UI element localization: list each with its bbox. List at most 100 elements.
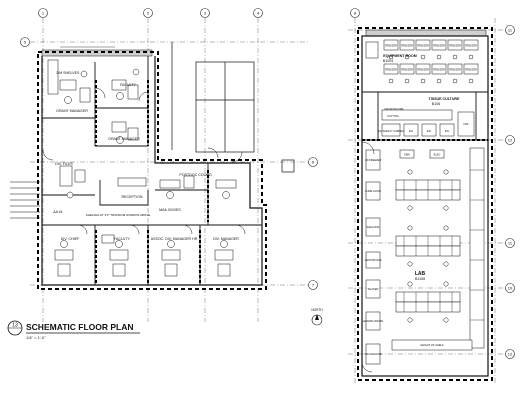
- grid-bubble-7: 7: [308, 280, 318, 290]
- partition-dashes: [95, 80, 209, 283]
- freezer-label-12: FREEZER: [465, 68, 477, 72]
- freezer-label-1: FREEZER: [385, 44, 397, 48]
- fume-hood-label: FUME HOOD: [365, 189, 381, 193]
- svg-text:11: 11: [508, 27, 513, 32]
- outer-walls: [41, 56, 263, 286]
- grid-bubble-3: 3: [200, 8, 210, 18]
- room-div-files: DIV. FILES: [55, 162, 73, 166]
- room-div-chief: DIV. CHIEF: [61, 237, 80, 241]
- svg-text:6: 6: [312, 159, 315, 164]
- drawing-scale: 1/4" = 1'-0": [26, 335, 46, 340]
- freezer-label-2: FREEZER: [401, 44, 413, 48]
- north-label: NORTH: [311, 308, 323, 312]
- room-tissue-culture-number: B106: [432, 102, 440, 106]
- room-lab: LAB: [415, 271, 426, 277]
- grid-bubble-8: 8: [350, 8, 360, 18]
- svg-text:7: 7: [312, 282, 315, 287]
- grid-bubble-5: 5: [20, 37, 30, 47]
- grid-bubble-r5: 12: [505, 349, 515, 359]
- sink-label: SINK: [404, 153, 410, 157]
- freezer-label-5: FREEZER: [449, 44, 461, 48]
- bench-ticks: [403, 169, 484, 321]
- room-grant-manager-1: GRANT MANAGER: [56, 109, 88, 113]
- freezer-label-3: FREEZER: [417, 44, 429, 48]
- shelving-label: SHELVING: [367, 225, 380, 229]
- room-aa: AA #1: [53, 210, 63, 214]
- svg-text:2: 2: [147, 10, 150, 15]
- room-postdoc-coord: POSTDOC COORD.: [179, 173, 212, 177]
- chairs-left: [60, 68, 230, 248]
- grid-bubble-r2: 12: [505, 135, 515, 145]
- grid-bubble-6: 6: [308, 157, 318, 167]
- freezers: [365, 39, 479, 75]
- tissue-culture-furniture: [381, 109, 475, 137]
- grid-bubble-r3: 11: [505, 238, 515, 248]
- lab-benches: [365, 147, 485, 365]
- lab-door-bottom: [361, 361, 373, 373]
- microscope-label: MICROSCOPE: [384, 107, 403, 111]
- room-dm-shelves: DM SHELVES: [57, 71, 81, 75]
- detail-number: 13: [12, 322, 18, 328]
- room-equipment-room: EQUIPMENT ROOM: [383, 54, 417, 58]
- svg-text:12: 12: [508, 137, 513, 142]
- grid-bubble-r1: 11: [505, 25, 515, 35]
- hazard-waste-label: HAZARD WASTE: [363, 319, 384, 323]
- svg-text:5: 5: [24, 39, 27, 44]
- svg-text:4: 4: [257, 10, 260, 15]
- svg-text:11: 11: [508, 240, 513, 245]
- grid-bubble-r4: 10: [505, 283, 515, 293]
- svg-text:1: 1: [42, 10, 45, 15]
- room-faculty-bottom: FACULTY: [114, 237, 131, 241]
- grid-bubble-2: 2: [143, 8, 153, 18]
- freezer-label-9: FREEZER: [417, 68, 429, 72]
- room-lab-number: B1108: [415, 277, 425, 281]
- freezer-label-6: FREEZER: [465, 44, 477, 48]
- freezer-label-7: FREEZER: [385, 68, 397, 72]
- lab-door: [361, 141, 375, 155]
- electrical-label: ELEC: [434, 153, 441, 157]
- ice-machine-label: ICE MACHINE: [364, 352, 381, 356]
- svg-text:8: 8: [354, 10, 357, 15]
- area-boundary-right: [357, 27, 493, 381]
- grid-bubble-1: 1: [38, 8, 48, 18]
- freezer-label-4: FREEZER: [433, 44, 445, 48]
- freezer-small-label: FRZ: [463, 122, 468, 126]
- centrifuge-label: CENTRIFUGE: [365, 258, 382, 262]
- area-boundary: [37, 51, 267, 290]
- room-reception: RECEPTION: [122, 195, 143, 199]
- lab-stools: [407, 169, 449, 323]
- north-arrow: NORTH: [311, 308, 323, 326]
- height-note: HEIGHT OF SHELF: [420, 343, 444, 347]
- room-div-manager: DIV. MANAGER: [213, 237, 239, 241]
- drawing-title-block: 13 SCHEMATIC FLOOR PLAN 1/4" = 1'-0": [7, 320, 140, 340]
- top-wall-hatch-right: [365, 29, 487, 37]
- counter-label: CUTTING: [387, 114, 399, 118]
- room-grant-manager-2: GRANT MANAGER: [108, 137, 140, 141]
- svg-text:12: 12: [508, 351, 513, 356]
- svg-text:3: 3: [204, 10, 207, 15]
- svg-text:10: 10: [508, 285, 513, 290]
- freezer-80-label: -80 FREEZER: [365, 158, 382, 162]
- doors: [42, 87, 246, 235]
- inc-label-1: INC: [409, 129, 414, 133]
- stairs: [10, 181, 40, 219]
- freezer-label-11: FREEZER: [449, 68, 461, 72]
- outer-walls-right: [361, 35, 489, 377]
- room-mail-boxes: MAIL BOXES: [159, 208, 181, 212]
- room-equipment-room-number: B1004: [383, 59, 393, 63]
- drawing-title: SCHEMATIC FLOOR PLAN: [26, 322, 134, 332]
- shelves-note: SHELVES AT 3'0" TRANSOM WINDOW ABOVE: [86, 213, 150, 217]
- left-plan: 1 2 3 4 5 6 7: [7, 8, 323, 340]
- furniture-left: [47, 59, 237, 277]
- freezer-label-10: FREEZER: [433, 68, 445, 72]
- room-assoc-div-manager: ASSOC. DIV. MANAGER HR: [151, 237, 198, 241]
- inc-label-2: INC: [427, 129, 432, 133]
- bio-safety-label: BIO SAFETY CABINET: [377, 129, 405, 133]
- freezer-markers: [388, 54, 474, 84]
- shaker-label: SHAKER: [368, 287, 379, 291]
- adjacent-building: [171, 42, 295, 173]
- right-plan: 8 11 12 11 10 12 FREEZER FREEZER: [348, 8, 515, 385]
- grid-bubble-4: 4: [253, 8, 263, 18]
- room-tissue-culture: TISSUE CULTURE: [429, 97, 460, 101]
